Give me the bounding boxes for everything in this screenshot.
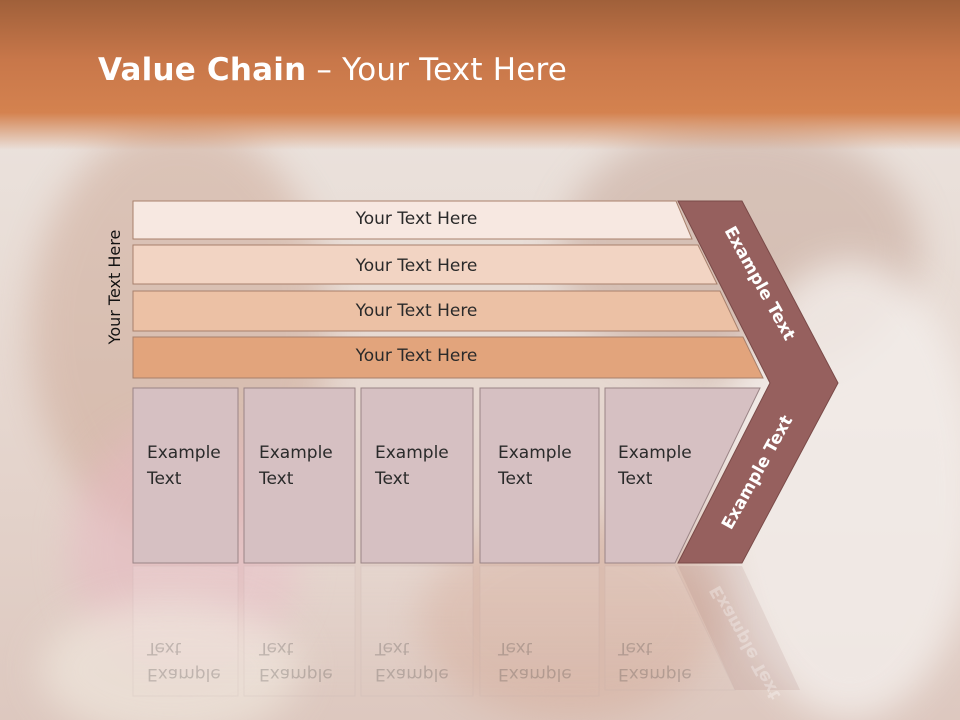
bar-4 xyxy=(132,336,764,379)
box-1-reflection: Example Text xyxy=(147,635,221,687)
box-3-line2: Text xyxy=(375,469,410,489)
box-2-line2: Text xyxy=(259,469,294,489)
box-5-reflection: Example Text xyxy=(618,635,692,687)
title-banner xyxy=(0,0,960,150)
box-1-refl-line1: Example xyxy=(147,664,221,684)
box-2-line1: Example xyxy=(259,443,333,463)
bar-1-label: Your Text Here xyxy=(355,209,478,229)
bar-2-label: Your Text Here xyxy=(355,256,478,276)
box-1-line1: Example xyxy=(147,443,221,463)
box-5-refl-line1: Example xyxy=(618,664,692,684)
bar-3 xyxy=(132,290,740,332)
activity-box-3 xyxy=(360,387,474,564)
box-4-line1: Example xyxy=(498,443,572,463)
side-axis-label: Your Text Here xyxy=(105,229,124,345)
box-4-line2: Text xyxy=(498,469,533,489)
box-2-refl-line1: Example xyxy=(259,664,333,684)
chevron-arrow xyxy=(677,200,839,564)
box-5-refl-line2: Text xyxy=(618,638,653,658)
bar-1 xyxy=(132,200,693,240)
title-rest: – Your Text Here xyxy=(306,52,568,88)
box-3-line1: Example xyxy=(375,443,449,463)
bar-4-label: Your Text Here xyxy=(355,346,478,366)
box-3-refl-line2: Text xyxy=(375,638,410,658)
box-2-reflection: Example Text xyxy=(259,635,333,687)
activity-box-2 xyxy=(243,387,356,564)
diagram-reflection xyxy=(132,565,800,697)
box-5-line1: Example xyxy=(618,443,692,463)
box-1-line2: Text xyxy=(147,469,182,489)
box-1-refl-line2: Text xyxy=(147,638,182,658)
box-3-reflection: Example Text xyxy=(375,635,449,687)
box-4-reflection: Example Text xyxy=(498,635,572,687)
activity-box-5 xyxy=(604,387,761,564)
box-4-refl-line2: Text xyxy=(498,638,533,658)
slide-title: Value Chain – Your Text Here xyxy=(98,52,567,88)
bar-2 xyxy=(132,244,718,285)
box-3-refl-line1: Example xyxy=(375,664,449,684)
box-2-refl-line2: Text xyxy=(259,638,294,658)
bar-3-label: Your Text Here xyxy=(355,301,478,321)
title-bold: Value Chain xyxy=(98,52,307,88)
box-5-line2: Text xyxy=(618,469,653,489)
box-4-refl-line1: Example xyxy=(498,664,572,684)
activity-box-4 xyxy=(479,387,600,564)
activity-box-1 xyxy=(132,387,239,564)
